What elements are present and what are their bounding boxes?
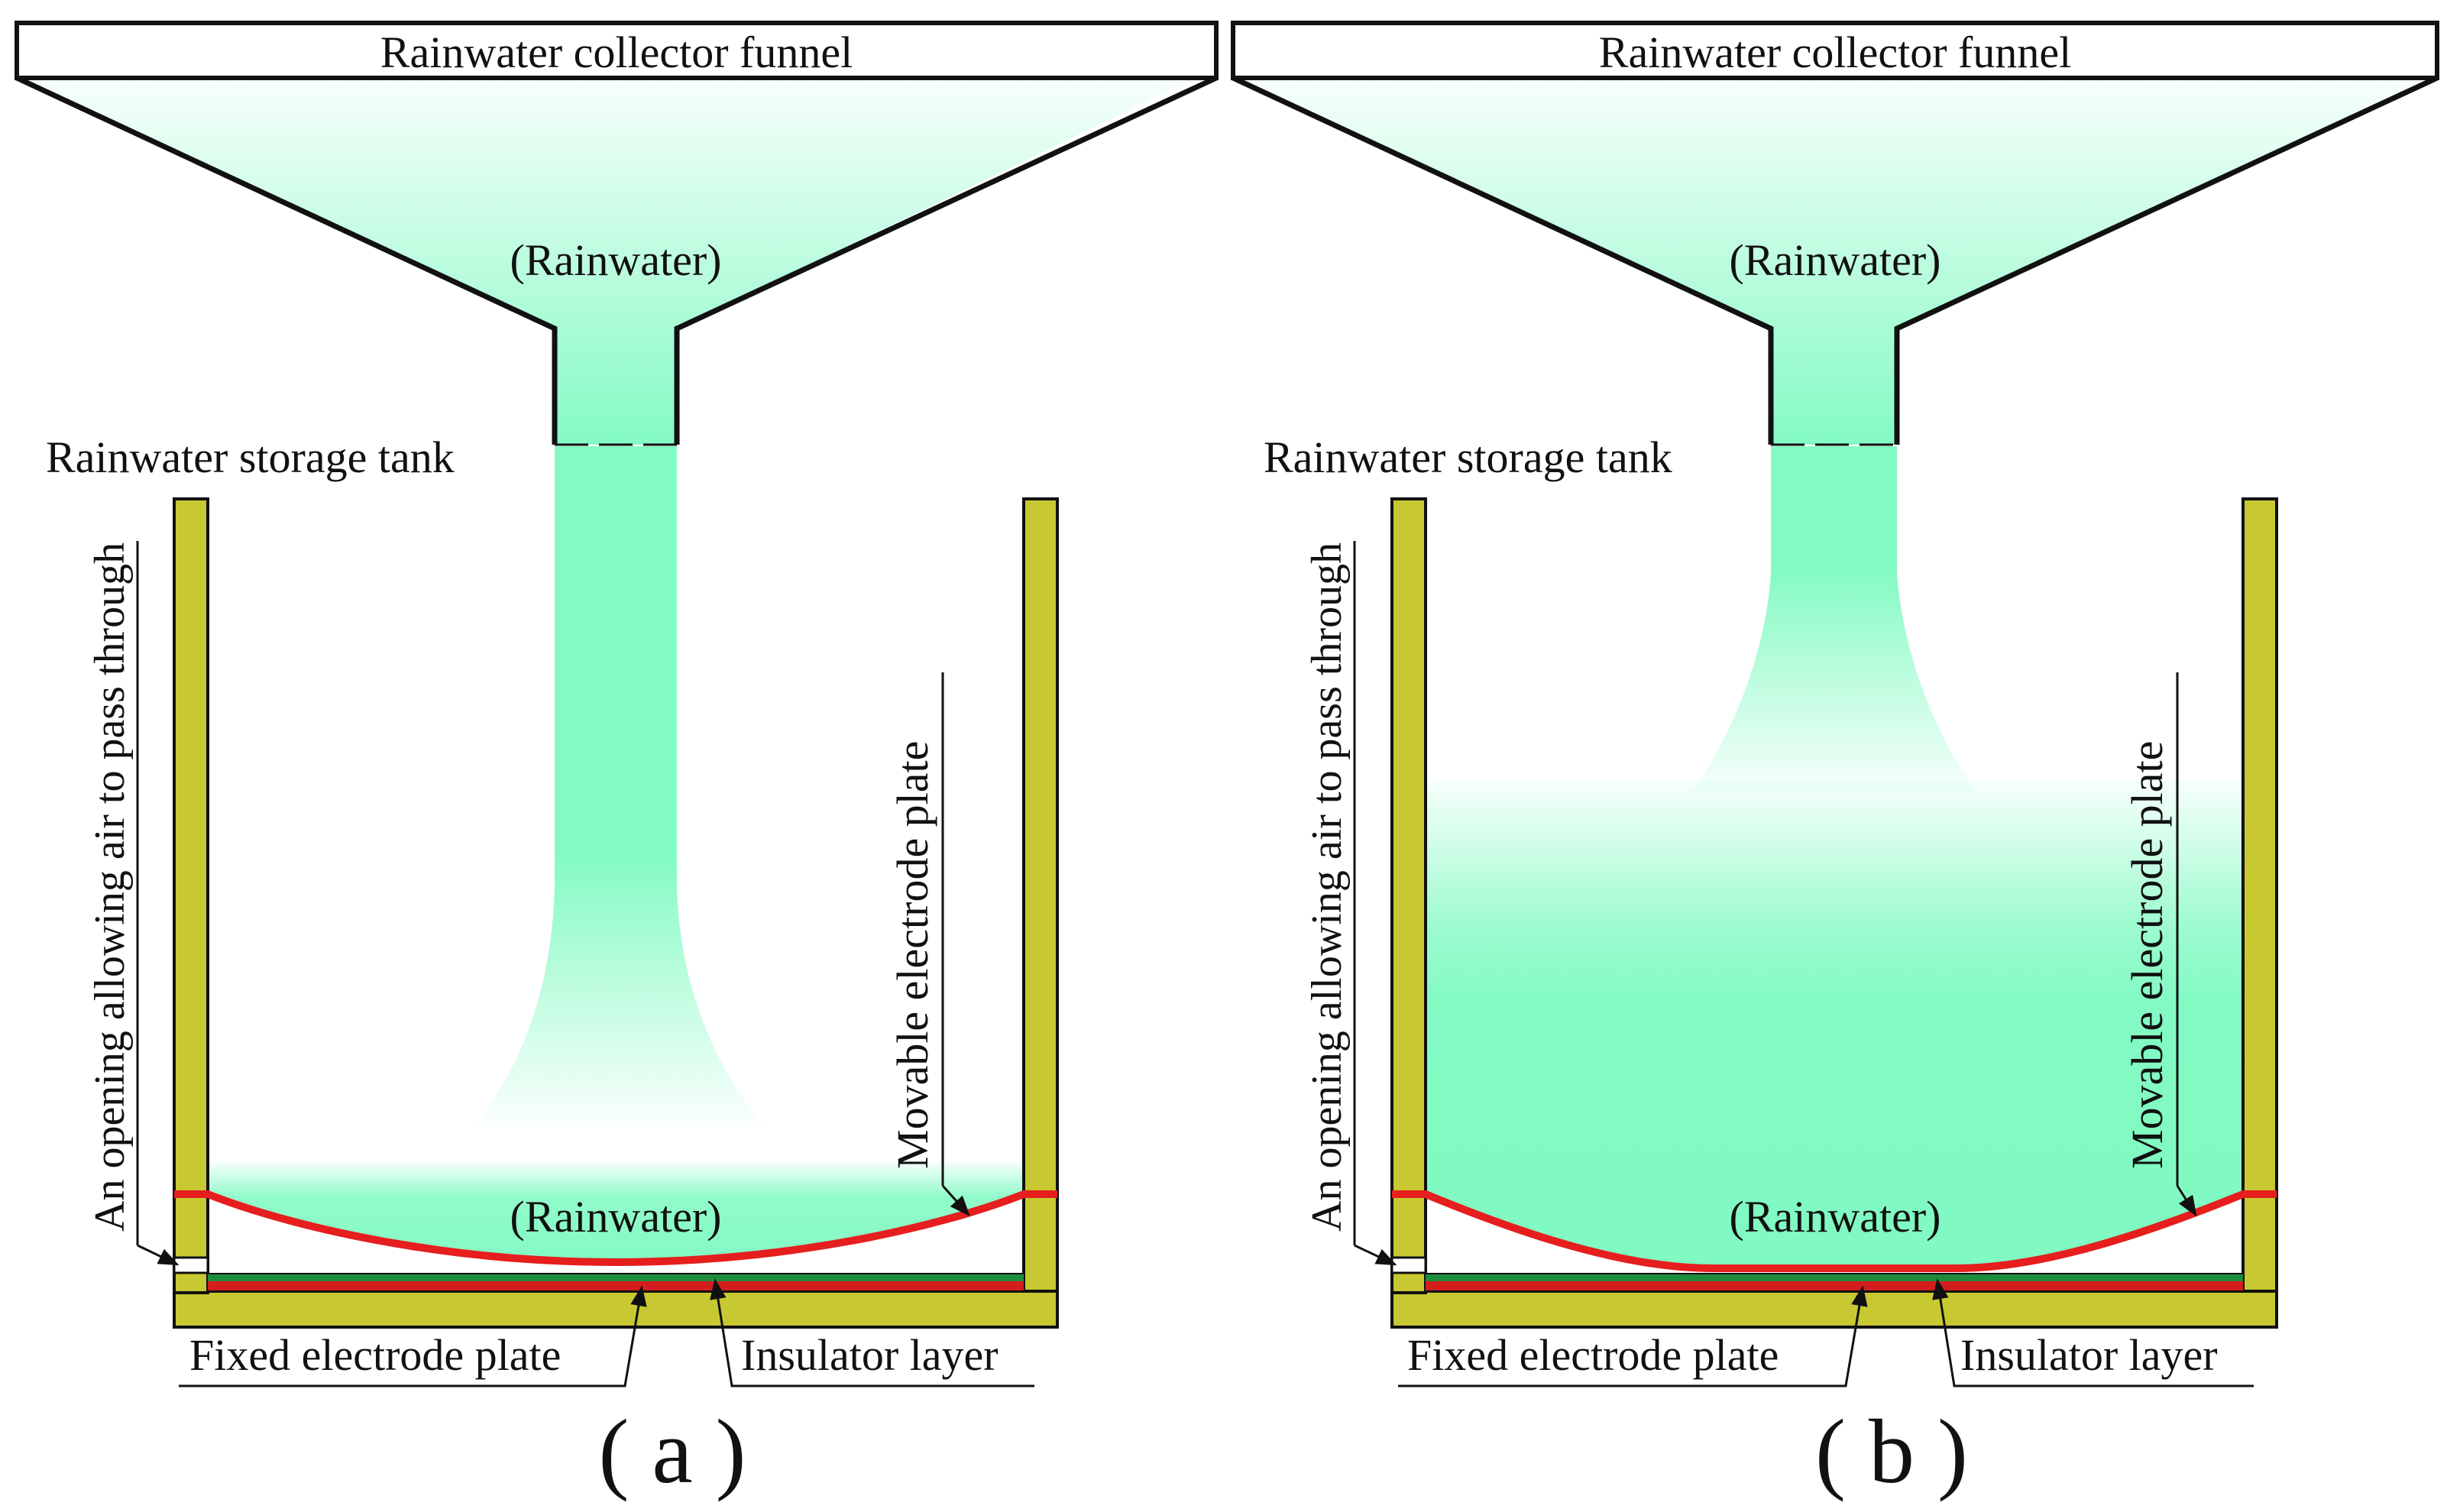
funnel-body-outline-right <box>674 75 1218 445</box>
fixed-plate-label: Fixed electrode plate <box>189 1330 561 1380</box>
fixed-electrode-plate <box>208 1281 1024 1291</box>
tank-water-label: (Rainwater) <box>1730 1192 1941 1242</box>
tank-label: Rainwater storage tank <box>1264 432 1672 482</box>
tank-left-wall-lower <box>1390 1270 1427 1294</box>
fixed-electrode-plate <box>1426 1281 2243 1291</box>
insulator-layer <box>208 1274 1024 1281</box>
insulator-label: Insulator layer <box>1960 1330 2218 1380</box>
tank-label: Rainwater storage tank <box>46 432 455 482</box>
funnel-body-outline <box>15 75 558 445</box>
funnel-water-label: (Rainwater) <box>1730 235 1941 285</box>
caption-b: ( b ) <box>1815 1400 1968 1502</box>
opening-label: An opening allowing air to pass through <box>86 542 134 1232</box>
movable-plate-label: Movable electrode plate <box>2122 741 2172 1169</box>
panel-a: Rainwater collector funnel (Rainwater) R… <box>15 21 1219 1502</box>
panel-b: Rainwater collector funnel (Rainwater) R… <box>1231 21 2439 1502</box>
fixed-plate-label: Fixed electrode plate <box>1407 1330 1779 1380</box>
opening-leader-arrow <box>137 1244 180 1266</box>
water-stream <box>1690 446 1979 795</box>
opening-label: An opening allowing air to pass through <box>1303 542 1351 1232</box>
insulator-leader-line <box>1932 1278 2254 1387</box>
insulator-layer <box>1426 1274 2243 1281</box>
funnel-water-label: (Rainwater) <box>510 235 722 285</box>
funnel-top-rim <box>15 21 1219 80</box>
funnel-label: Rainwater collector funnel <box>380 28 853 77</box>
funnel-water-fill <box>23 78 1196 445</box>
air-opening <box>173 1256 209 1274</box>
movable-leader-arrow <box>2176 1185 2197 1217</box>
fixed-leader-line <box>1398 1285 1868 1387</box>
tank-bottom <box>1390 1290 2278 1329</box>
tank-water-pool <box>208 1161 1024 1264</box>
fixed-leader-line <box>179 1285 647 1387</box>
tank-right-wall <box>2241 497 2278 1329</box>
tank-water-pool <box>1426 779 2243 1270</box>
tank-bottom <box>173 1290 1059 1329</box>
funnel-water-fill <box>1239 78 2432 445</box>
funnel-label: Rainwater collector funnel <box>1599 28 2071 77</box>
funnel-body-outline <box>1232 75 1774 445</box>
air-opening <box>1390 1256 1427 1274</box>
tank-left-wall <box>1390 497 1427 1274</box>
caption-a: ( a ) <box>598 1400 746 1502</box>
movable-leader-arrow <box>941 1184 970 1217</box>
opening-leader-arrow <box>1354 1244 1397 1266</box>
funnel-top-rim <box>1231 21 2439 80</box>
insulator-label: Insulator layer <box>741 1330 999 1380</box>
water-stream <box>474 446 764 1127</box>
tank-left-wall-lower <box>173 1270 209 1294</box>
movable-plate-label: Movable electrode plate <box>888 741 937 1169</box>
funnel-body-outline-right <box>1894 75 2439 445</box>
tank-water-label: (Rainwater) <box>510 1192 722 1242</box>
insulator-leader-line <box>710 1278 1034 1387</box>
movable-electrode-plate <box>174 1190 1057 1267</box>
tank-left-wall <box>173 497 209 1274</box>
tank-right-wall <box>1022 497 1059 1329</box>
movable-electrode-plate <box>1392 1190 2277 1272</box>
